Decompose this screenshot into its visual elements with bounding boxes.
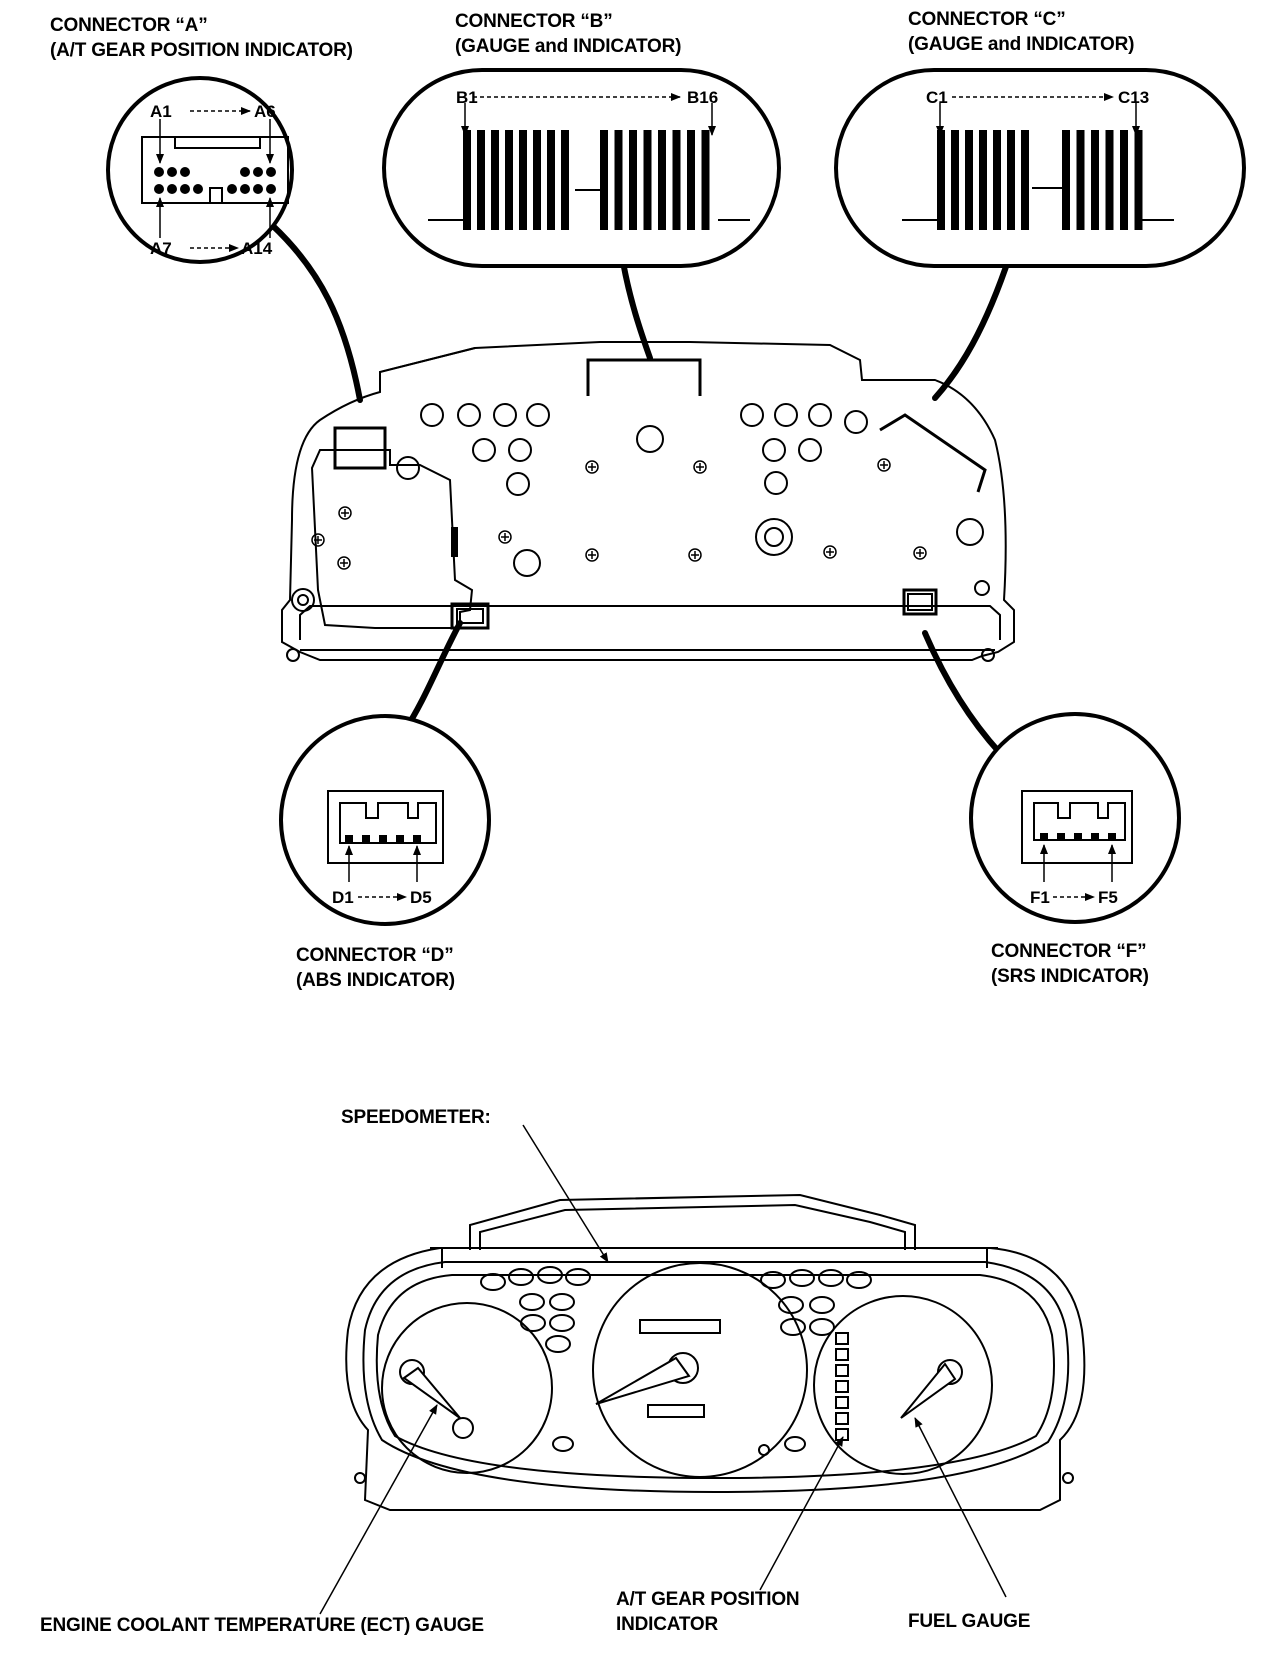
connector-f-pin-f5: F5 [1098, 888, 1118, 907]
connector-a-description: (A/T GEAR POSITION INDICATOR) [50, 40, 353, 61]
connector-c-pin-c1: C1 [926, 88, 948, 107]
connector-c-pin-3 [965, 130, 973, 230]
connector-b-pin-5 [519, 130, 527, 230]
connector-b-pin-11 [629, 130, 637, 230]
connector-a-callout: A1 A6 A7 A14 [106, 76, 294, 264]
connector-c-pins [937, 130, 1143, 230]
connector-a-title: CONNECTOR “A” [50, 15, 208, 36]
connector-f-pin-f1: F1 [1030, 888, 1050, 907]
gear-indicator-label-line2: INDICATOR [616, 1614, 718, 1635]
connector-d-description: (ABS INDICATOR) [296, 970, 455, 991]
connector-b-pin-14 [672, 130, 681, 230]
connector-c-callout: C1 C13 [834, 68, 1246, 268]
connector-b-description: (GAUGE and INDICATOR) [455, 36, 682, 57]
connector-d-title: CONNECTOR “D” [296, 945, 454, 966]
connector-c-description: (GAUGE and INDICATOR) [908, 34, 1135, 55]
ect-gauge-label: ENGINE COOLANT TEMPERATURE (ECT) GAUGE [40, 1615, 484, 1636]
connector-b-pin-13 [658, 130, 666, 230]
connector-c-pin-4 [979, 130, 987, 230]
connector-c-pin-10 [1091, 130, 1099, 230]
connector-b-pin-1 [463, 130, 471, 230]
cluster-front-view [345, 1193, 1086, 1511]
connector-b-pin-7 [547, 130, 555, 230]
connector-b-pins [463, 130, 710, 230]
connector-b-pin-b1: B1 [456, 88, 478, 107]
connector-a-pin-a7: A7 [150, 239, 172, 258]
speedometer-label: SPEEDOMETER: [341, 1107, 491, 1128]
connector-a-pin-a14: A14 [241, 239, 273, 258]
connector-f-pins [1040, 833, 1116, 840]
connector-c-pin-7 [1021, 130, 1029, 230]
connector-b-pin-b16: B16 [687, 88, 718, 107]
connector-f-description: (SRS INDICATOR) [991, 966, 1149, 987]
connector-f-callout: F1 F5 [969, 712, 1181, 924]
connector-b-pin-10 [614, 130, 623, 230]
connector-b-pin-12 [643, 130, 652, 230]
connector-c-title: CONNECTOR “C” [908, 9, 1066, 30]
connector-c-pin-9 [1076, 130, 1085, 230]
connector-c-pin-12 [1120, 130, 1128, 230]
connector-b-callout: B1 B16 [382, 68, 781, 268]
fuel-gauge-label: FUEL GAUGE [908, 1611, 1031, 1632]
connector-c-pin-6 [1007, 130, 1015, 230]
connector-b-pin-2 [477, 130, 485, 230]
connector-b-pin-6 [533, 130, 541, 230]
connector-d-pin-d1: D1 [332, 888, 354, 907]
connector-f-title: CONNECTOR “F” [991, 941, 1147, 962]
connector-b-title: CONNECTOR “B” [455, 11, 613, 32]
connector-a-pins [154, 167, 276, 194]
connector-c-pin-8 [1062, 130, 1070, 230]
connector-b-pin-8 [561, 130, 569, 230]
connector-b-pin-3 [491, 130, 499, 230]
connector-c-pin-c13: C13 [1118, 88, 1149, 107]
connector-a-pin-a1: A1 [150, 102, 172, 121]
gear-position-window [835, 1332, 849, 1441]
connector-d-callout: D1 D5 [279, 714, 491, 926]
connector-b-pin-9 [600, 130, 608, 230]
cluster-rear-view [281, 341, 1015, 662]
gauge-leaders [319, 1124, 1007, 1615]
connector-d-pin-d5: D5 [410, 888, 432, 907]
connector-c-pin-5 [993, 130, 1001, 230]
gear-indicator-label-line1: A/T GEAR POSITION [616, 1589, 800, 1610]
connector-c-pin-2 [951, 130, 959, 230]
connector-c-pin-11 [1105, 130, 1114, 230]
connector-b-pin-4 [505, 130, 513, 230]
callout-leaders [269, 222, 1013, 756]
connector-c-pin-1 [937, 130, 945, 230]
connector-b-pin-15 [687, 130, 695, 230]
connector-d-pins [345, 835, 421, 842]
connector-c-pin-13 [1134, 130, 1143, 230]
connector-a-pin-a6: A6 [254, 102, 276, 121]
connector-b-pin-16 [701, 130, 710, 230]
